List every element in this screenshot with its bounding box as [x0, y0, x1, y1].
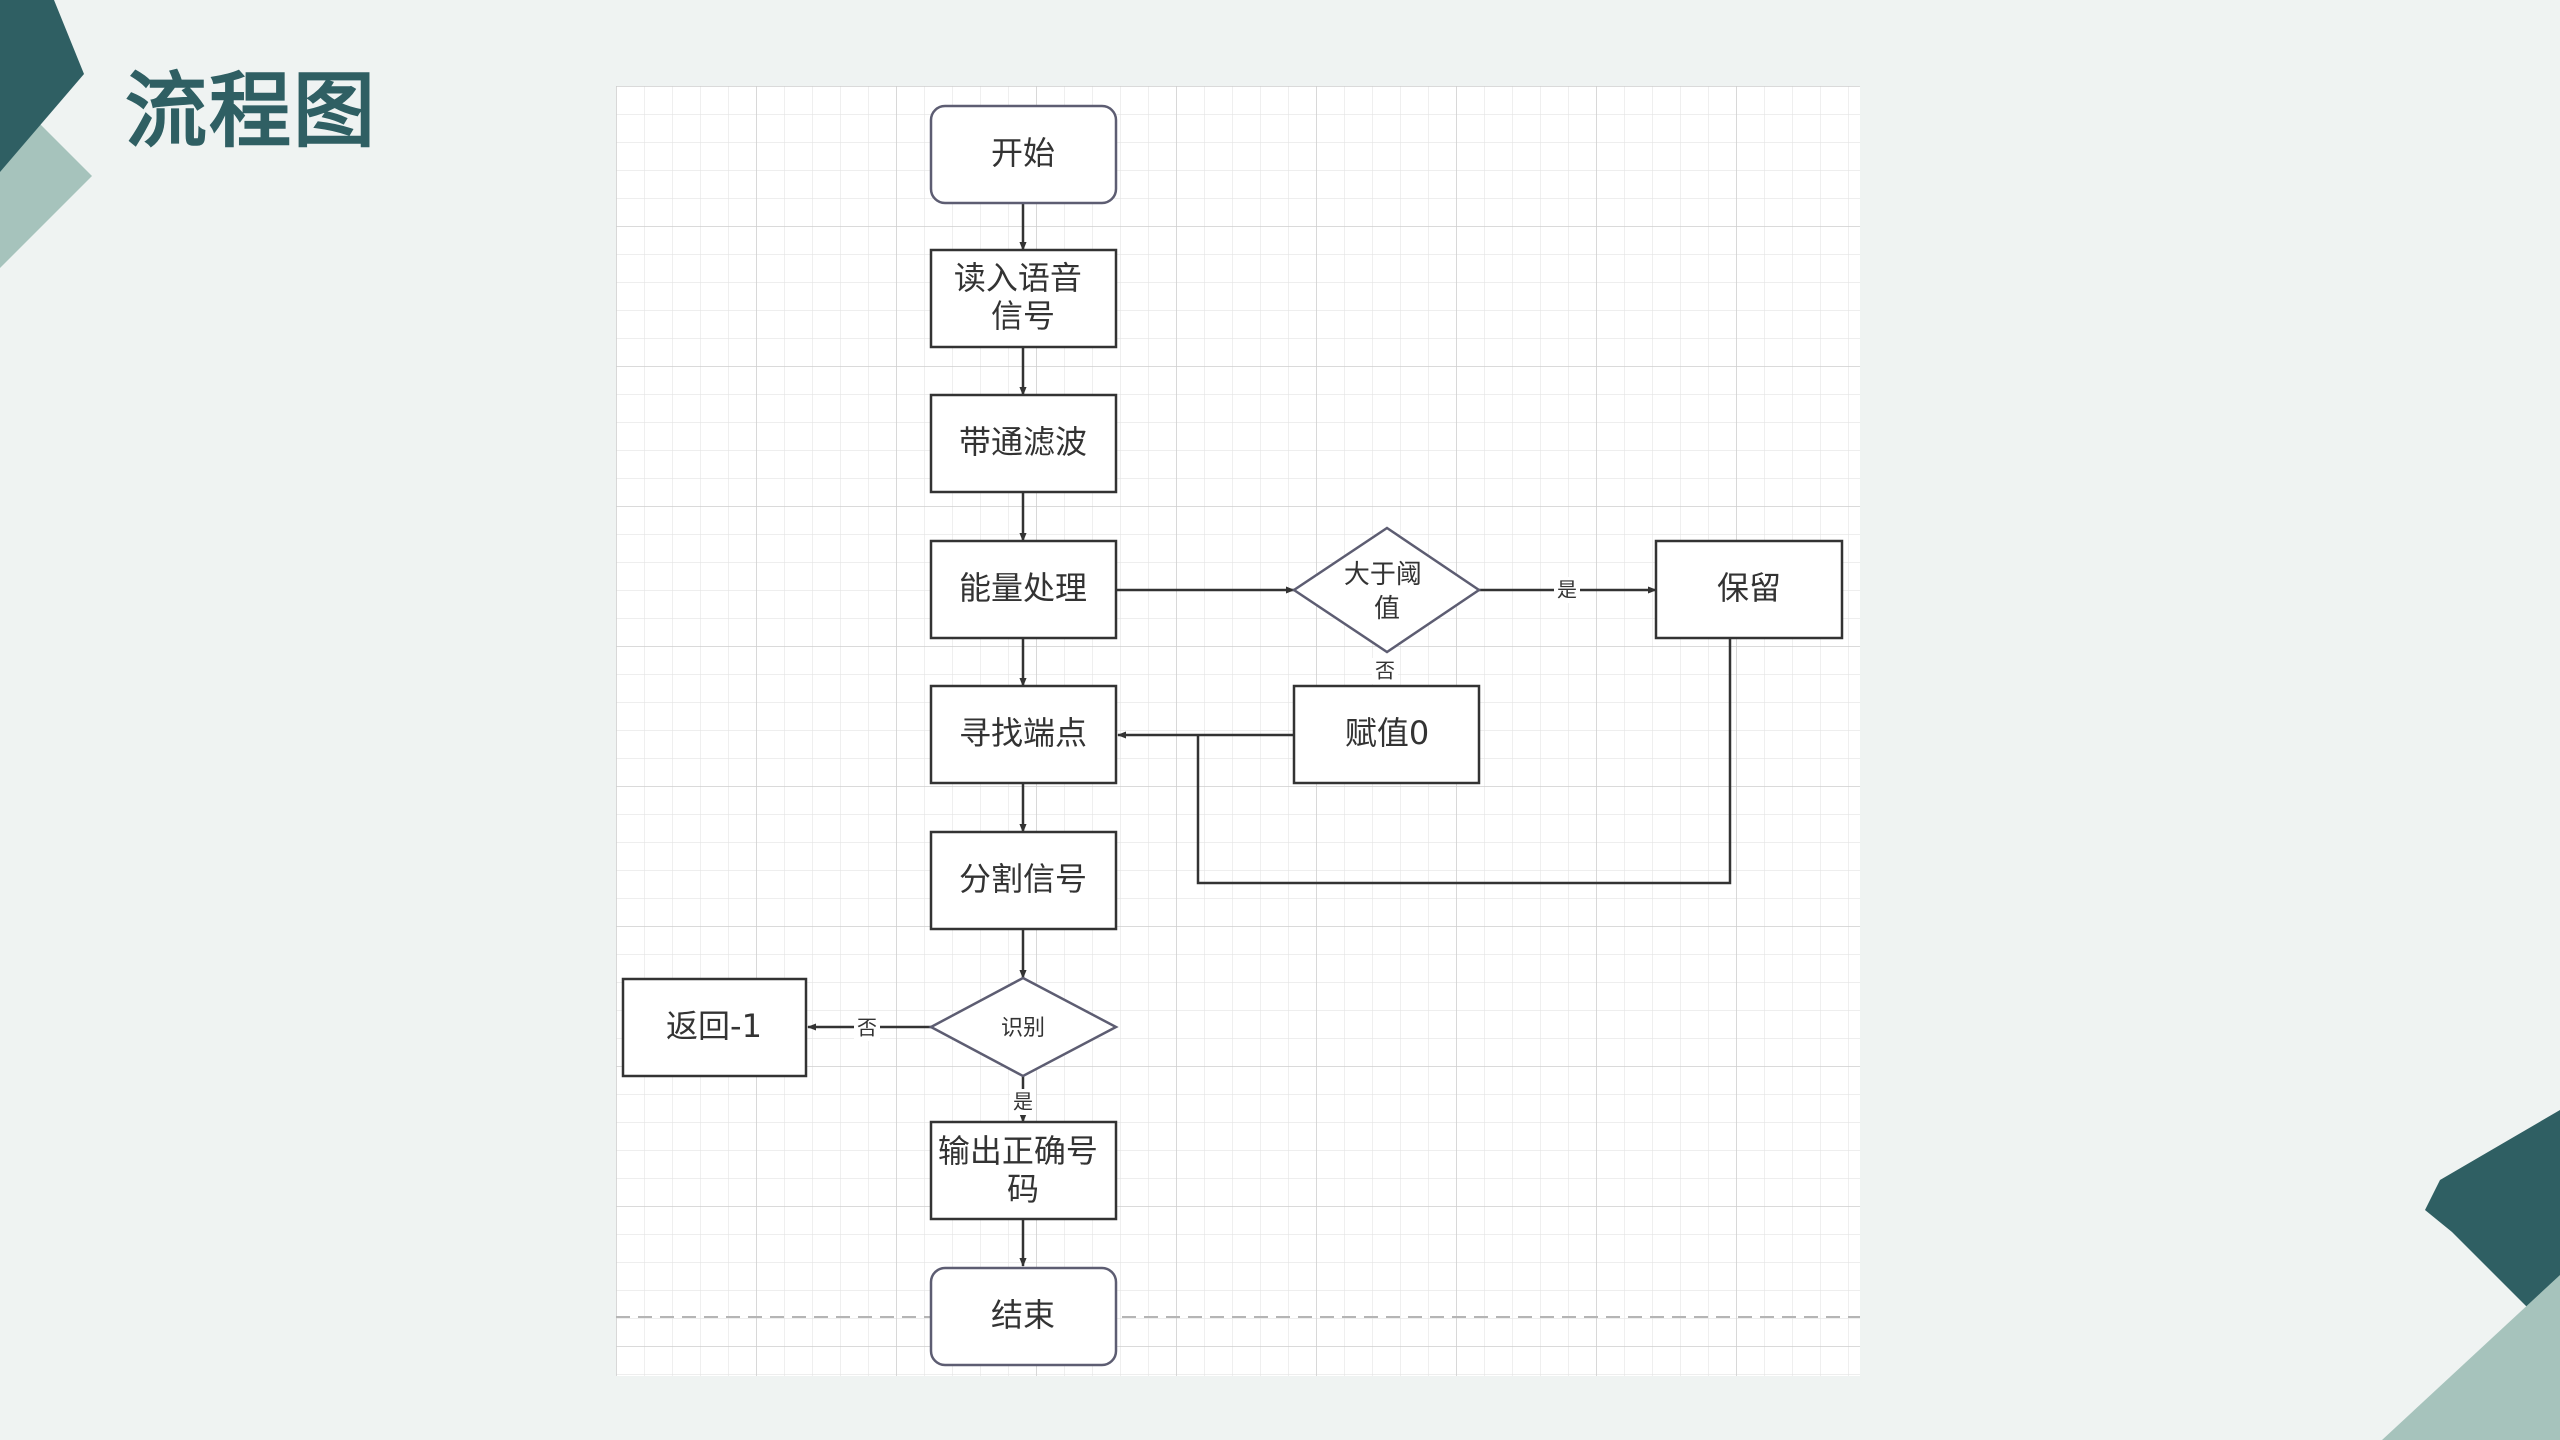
node-bandpass-text: 带通滤波: [959, 423, 1087, 461]
node-assign-zero[interactable]: 赋值0: [1292, 684, 1481, 785]
node-return-neg1-text: 返回-1: [666, 1007, 762, 1045]
top-left-dark-shape: [0, 0, 84, 172]
node-bandpass[interactable]: 带通滤波: [929, 393, 1118, 494]
node-split-signal-text: 分割信号: [959, 860, 1087, 898]
page-title: 流程图: [125, 64, 378, 159]
label-recognize-yes: 是: [1013, 1090, 1033, 1114]
node-keep[interactable]: 保留: [1654, 539, 1844, 640]
node-split-signal[interactable]: 分割信号: [929, 830, 1118, 931]
node-return-neg1[interactable]: 返回-1: [621, 977, 808, 1078]
node-find-endpoint-text: 寻找端点: [959, 714, 1087, 752]
node-read-signal-text: 读入语音 信号: [954, 259, 1092, 335]
edge-labels: 是 否 否 是: [854, 577, 1580, 1115]
node-threshold-text: 大于阈 值: [1344, 560, 1430, 624]
node-energy-text: 能量处理: [959, 569, 1087, 607]
node-read-signal[interactable]: 读入语音 信号: [929, 248, 1118, 349]
node-assign-zero-text: 赋值0: [1345, 714, 1429, 752]
node-end-text: 结束: [991, 1296, 1055, 1334]
node-energy[interactable]: 能量处理: [929, 539, 1118, 640]
label-threshold-no: 否: [1375, 659, 1395, 683]
label-recognize-no: 否: [857, 1016, 877, 1040]
node-threshold[interactable]: 大于阈 值: [1291, 526, 1482, 654]
bottom-right-dark-shape: [2425, 1110, 2560, 1340]
node-recognize-text: 识别: [1001, 1016, 1045, 1041]
node-output-number-text: 输出正确号 码: [938, 1132, 1108, 1208]
node-end[interactable]: 结束: [929, 1266, 1118, 1367]
diagram-canvas: [616, 86, 1860, 1376]
node-start[interactable]: 开始: [929, 104, 1118, 205]
node-find-endpoint[interactable]: 寻找端点: [929, 684, 1118, 785]
edge-keep-loop: [1196, 638, 1732, 885]
nodes: 开始 读入语音 信号 带通滤波 能量处理: [621, 104, 1844, 1367]
label-threshold-yes: 是: [1557, 578, 1577, 602]
node-output-number[interactable]: 输出正确号 码: [929, 1120, 1118, 1221]
node-recognize[interactable]: 识别: [928, 976, 1119, 1078]
node-keep-text: 保留: [1717, 569, 1781, 607]
node-start-text: 开始: [991, 134, 1055, 172]
bottom-right-light-shape: [2382, 1275, 2560, 1440]
